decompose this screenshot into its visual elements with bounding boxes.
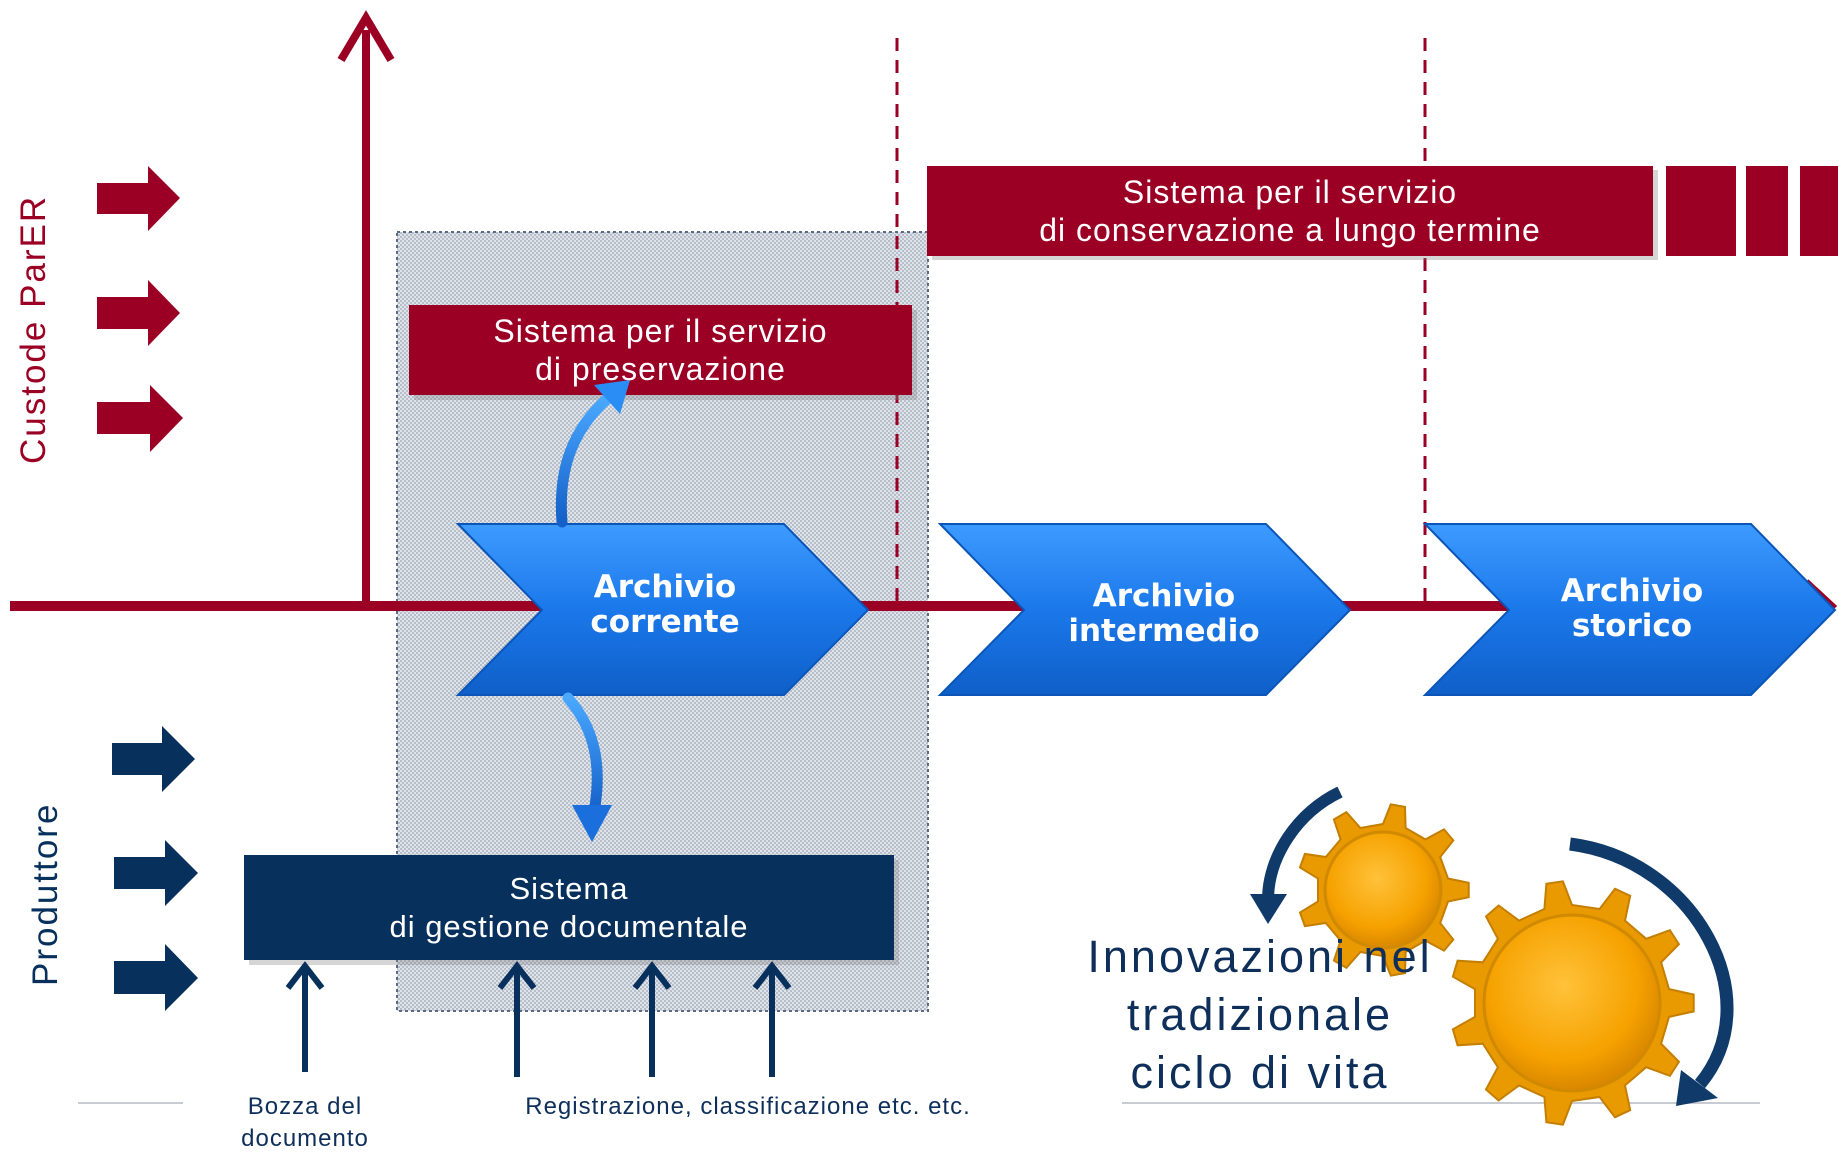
curve-arrow-up bbox=[555, 392, 614, 528]
preservazione-box bbox=[409, 305, 912, 395]
innovation-text: Innovazioni nel tradizionale ciclo di vi… bbox=[1087, 931, 1433, 1098]
gear-icon bbox=[1298, 803, 1470, 977]
conservazione-box bbox=[927, 166, 1653, 256]
chevron-storico bbox=[1422, 523, 1837, 696]
custode-arrows bbox=[97, 166, 183, 452]
conservazione-label: Sistema per il servizio di conservazione… bbox=[1039, 174, 1541, 248]
produttore-axis-label: Produttore bbox=[26, 802, 65, 986]
registrazione-note: Registrazione, classificazione etc. etc. bbox=[525, 1093, 971, 1120]
block-arrow-icon bbox=[97, 166, 180, 231]
gestione-box bbox=[244, 855, 894, 960]
block-arrow-icon bbox=[97, 385, 183, 452]
input-arrows bbox=[285, 961, 792, 1077]
custode-axis-label: Custode ParER bbox=[14, 194, 53, 464]
cycle-arrow-icon bbox=[1569, 837, 1734, 1089]
archivio-corrente-label: Archivio corrente bbox=[590, 569, 740, 640]
curve-arrow-down bbox=[562, 692, 603, 818]
trailing-block-3 bbox=[1800, 166, 1838, 256]
produttore-arrows bbox=[112, 726, 198, 1011]
chevron-corrente bbox=[455, 523, 870, 696]
archivio-intermedio-label: Archivio intermedio bbox=[1068, 578, 1260, 649]
block-arrow-icon bbox=[97, 280, 180, 346]
gestione-label: Sistema di gestione documentale bbox=[389, 870, 749, 944]
gear-icon bbox=[1451, 880, 1695, 1126]
trailing-block-2 bbox=[1746, 166, 1788, 256]
block-arrow-icon bbox=[112, 726, 195, 792]
curve-arrow-down-head-icon bbox=[572, 805, 612, 842]
trailing-block-1 bbox=[1666, 166, 1736, 256]
cycle-arrow-icon bbox=[1262, 786, 1343, 901]
archivio-storico-label: Archivio storico bbox=[1560, 573, 1704, 644]
block-arrow-icon bbox=[114, 840, 198, 906]
block-arrow-icon bbox=[114, 944, 198, 1011]
chevron-intermedio bbox=[937, 523, 1352, 696]
preservazione-label: Sistema per il servizio di preservazione bbox=[493, 313, 828, 387]
bozza-note: Bozza del documento bbox=[241, 1093, 369, 1152]
curve-arrow-up-head-icon bbox=[594, 380, 630, 414]
vertical-axis-arrowhead-icon bbox=[337, 10, 395, 63]
